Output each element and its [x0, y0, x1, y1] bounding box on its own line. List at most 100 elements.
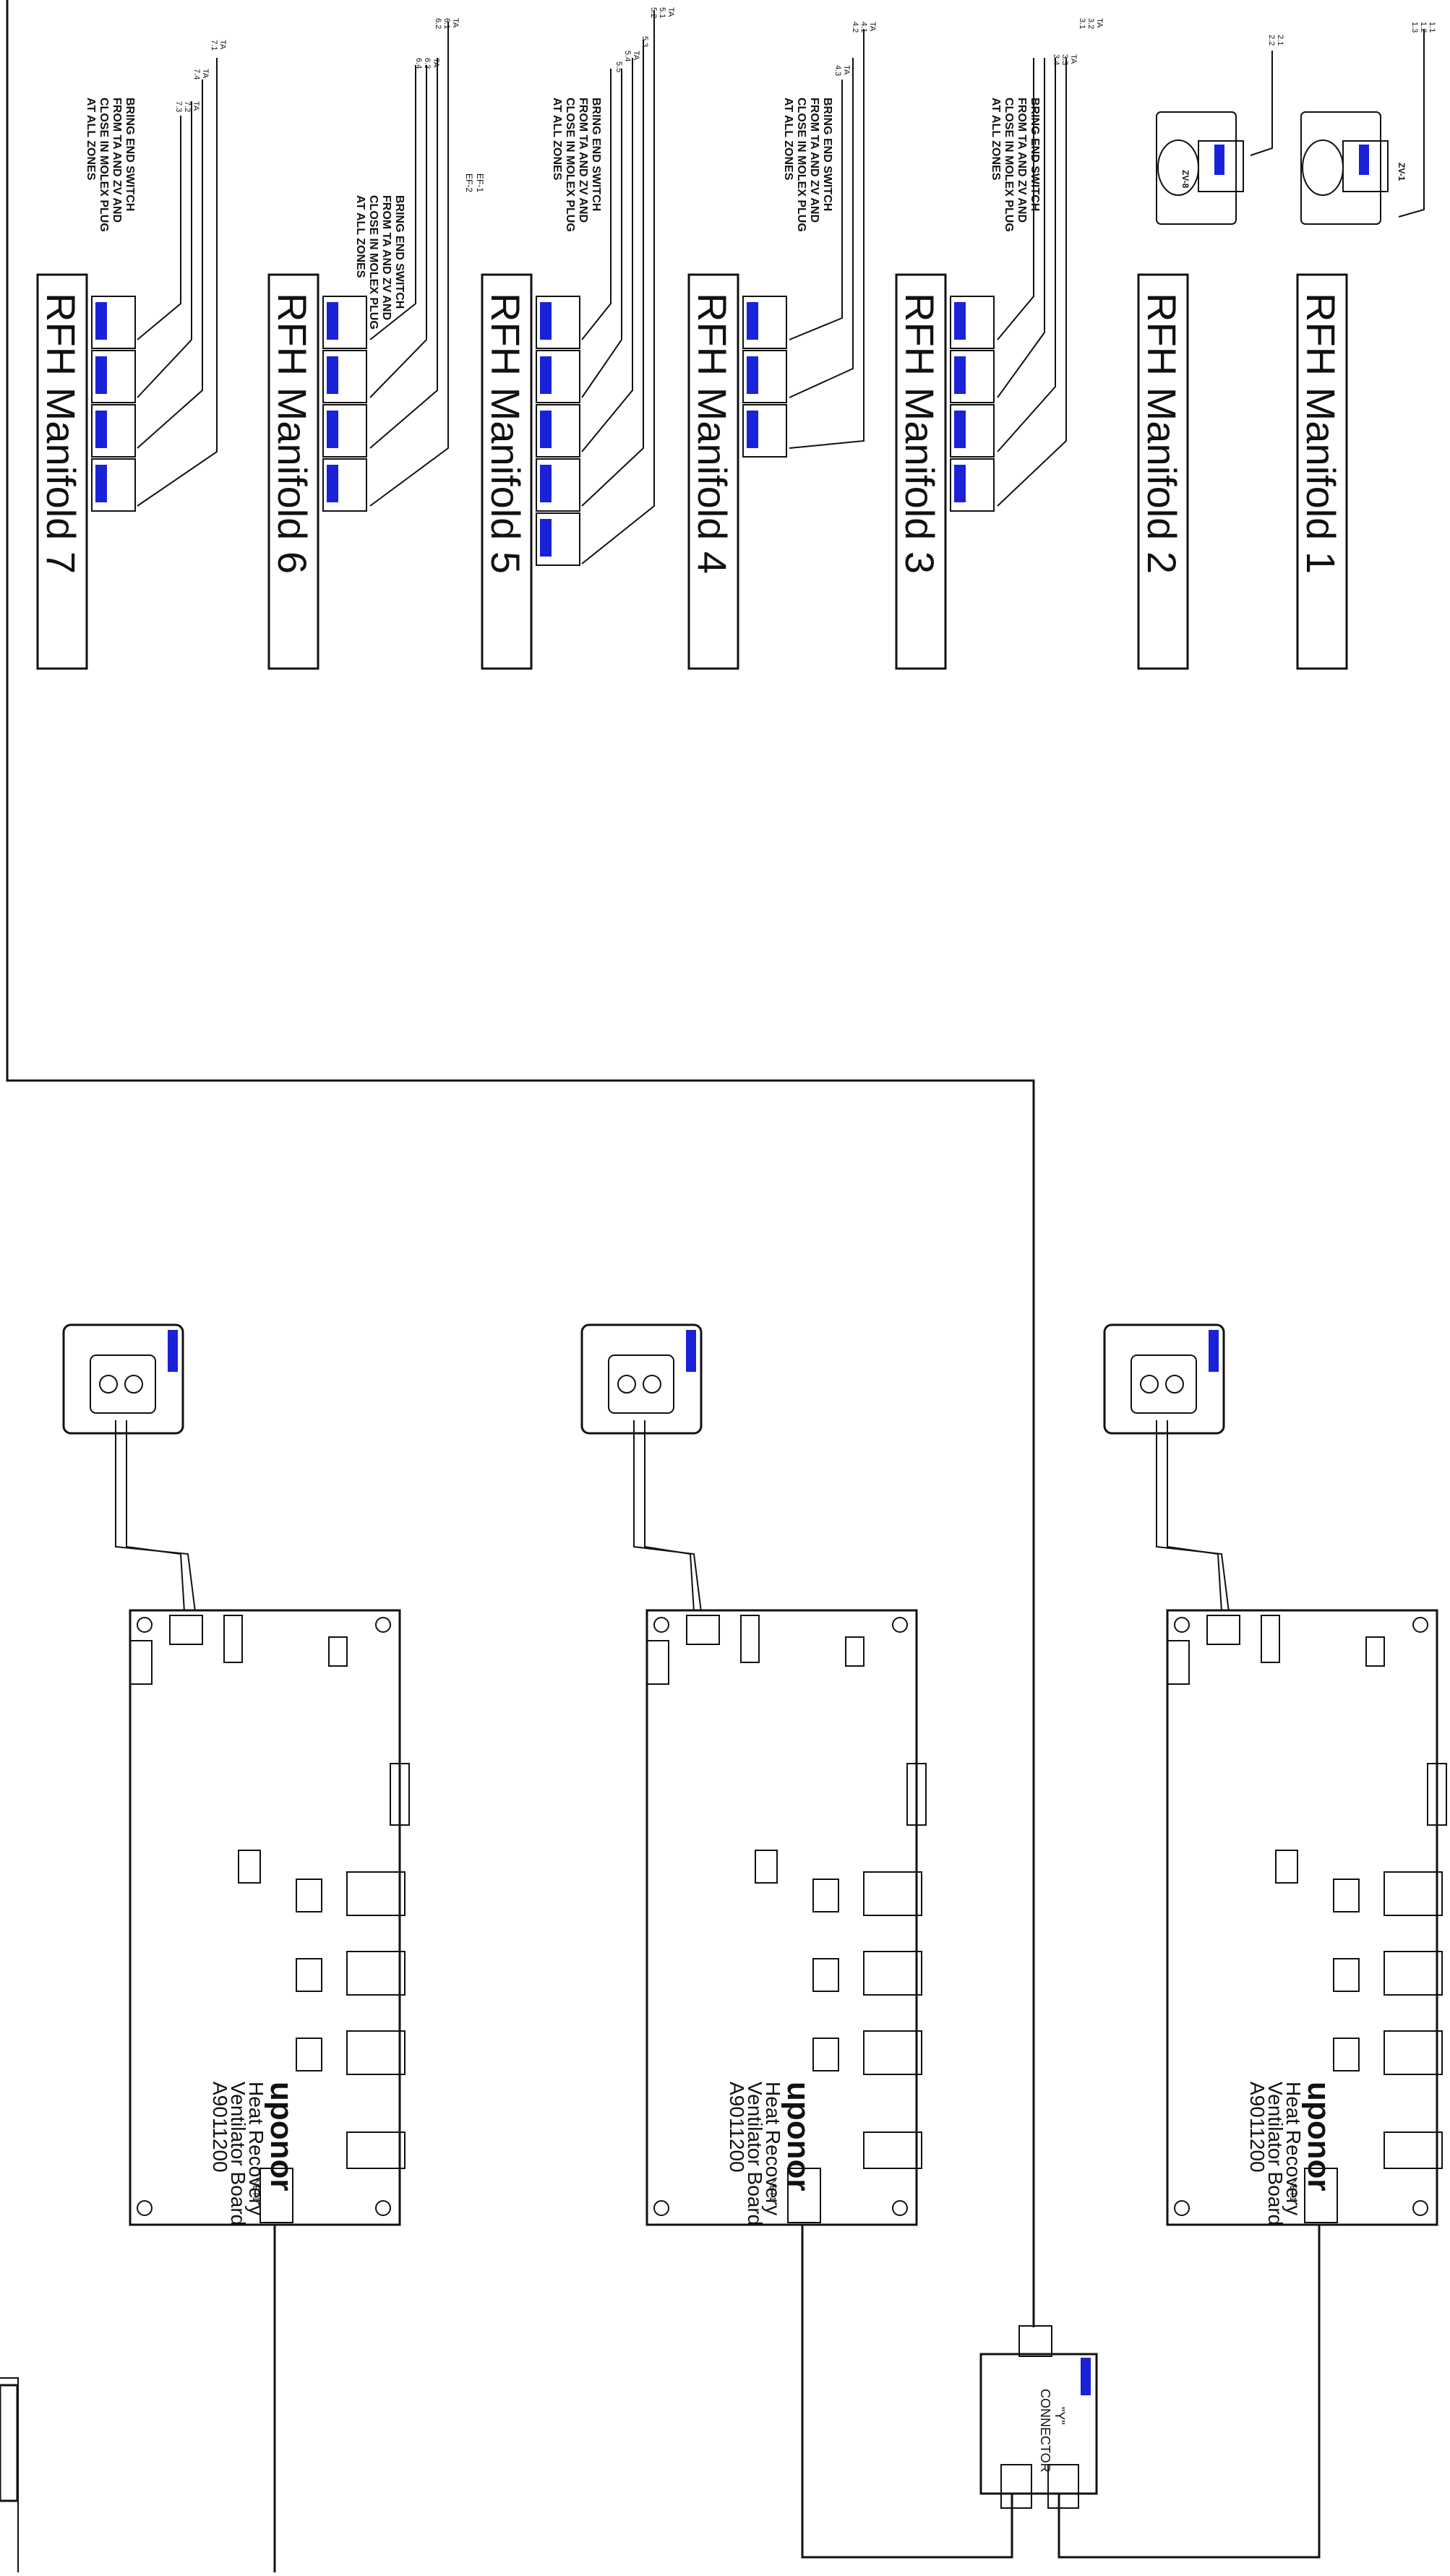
- board-2-line2: Ventilator Board: [744, 2082, 766, 2225]
- tag: 3.3: [1060, 54, 1069, 65]
- board-2-brand: uponor: [781, 2082, 816, 2191]
- tag: 1.3: [1410, 22, 1419, 33]
- tag: 1.1: [1428, 22, 1436, 33]
- thermostat-3: [1103, 1323, 1230, 1613]
- note-line: CLOSE IN MOLEX PLUG: [367, 195, 379, 330]
- tag: 6.1: [442, 18, 451, 29]
- manifold-5: RFH Manifold 5: [481, 273, 533, 670]
- note-line: FROM TA AND ZV AND: [577, 98, 589, 223]
- board-3-part: A9011200: [1246, 2082, 1269, 2173]
- actuator-icon: [950, 404, 995, 458]
- tag: 2.1: [1276, 35, 1284, 46]
- actuator-icon: [950, 296, 995, 349]
- tag: 6.3: [423, 58, 432, 69]
- tag: 3.4: [1052, 54, 1060, 65]
- note-line: FROM TA AND ZV AND: [111, 98, 123, 223]
- board-3-net: NET1: [1288, 2179, 1298, 2202]
- tag: 5.2: [649, 7, 658, 18]
- actuators: [91, 296, 995, 566]
- board-1-line2: Ventilator Board: [227, 2082, 249, 2225]
- actuator-icon: [91, 458, 136, 512]
- note-line: AT ALL ZONES: [990, 98, 1002, 181]
- tag: 6.4: [414, 58, 423, 69]
- tag: 4.1: [859, 22, 868, 33]
- actuator-icon: [322, 350, 367, 403]
- actuator-icon: [950, 350, 995, 403]
- zone-valve-1-label: ZV-1: [1397, 163, 1407, 181]
- tag: 3.1: [1078, 18, 1086, 29]
- actuator-icon: [91, 296, 136, 349]
- actuator-icon: [536, 296, 580, 349]
- manifold-wires: [137, 11, 1425, 564]
- tag: 7.3: [174, 101, 183, 112]
- manifold-2-label: RFH Manifold 2: [1139, 293, 1185, 574]
- note-m7: BRING END SWITCH FROM TA AND ZV AND CLOS…: [85, 98, 136, 232]
- tag: 7.4: [192, 69, 201, 80]
- board-1-part: A9011200: [209, 2082, 231, 2173]
- wire-tags: 1.1 1.2 1.3 2.1 2.2 TA 3.2 3.1 TA 3.3 3.…: [174, 7, 1436, 112]
- manifold-1-label: RFH Manifold 1: [1298, 293, 1344, 574]
- note-line: CLOSE IN MOLEX PLUG: [98, 98, 110, 232]
- zone-valve-1: ZV-1: [1300, 111, 1407, 225]
- tag: 6.2: [434, 18, 442, 29]
- note-line: CLOSE IN MOLEX PLUG: [564, 98, 576, 232]
- note-line: FROM TA AND ZV AND: [808, 98, 820, 223]
- manifold-3-label: RFH Manifold 3: [897, 293, 943, 574]
- tag: TA: [218, 40, 227, 50]
- board-3-line2: Ventilator Board: [1264, 2082, 1287, 2225]
- tag: 4.2: [851, 22, 859, 33]
- actuator-icon: [742, 296, 787, 349]
- actuator-icon: [91, 350, 136, 403]
- board-3-line1: Heat Recovery: [1282, 2082, 1305, 2215]
- actuator-icon: [742, 404, 787, 458]
- tag: TA: [432, 58, 440, 68]
- note-line: AT ALL ZONES: [354, 195, 366, 278]
- tag: 4.3: [833, 65, 842, 76]
- note-line: BRING END SWITCH: [1029, 98, 1041, 211]
- board-1-line1: Heat Recovery: [245, 2082, 267, 2215]
- hrv-board-3: uponor Heat Recovery Ventilator Board A9…: [1166, 1609, 1447, 2226]
- tag: TA: [192, 101, 200, 111]
- note-line: FROM TA AND ZV AND: [1016, 98, 1028, 223]
- manifold-4: RFH Manifold 4: [687, 273, 739, 670]
- note-m3: BRING END SWITCH FROM TA AND ZV AND CLOS…: [990, 98, 1041, 232]
- note-line: BRING END SWITCH: [590, 98, 602, 211]
- tag: 5.1: [658, 7, 666, 18]
- actuator-icon: [536, 512, 580, 566]
- end-switch-notes: BRING END SWITCH FROM TA AND ZV AND CLOS…: [85, 98, 1041, 330]
- note-line: AT ALL ZONES: [85, 98, 97, 181]
- tag: 7.2: [183, 101, 192, 112]
- note-line: AT ALL ZONES: [551, 98, 563, 181]
- tag: TA: [868, 22, 877, 32]
- thermostat-1: [62, 1323, 196, 1613]
- partial-device: [0, 2384, 19, 2502]
- board-1-net: NET1: [251, 2179, 261, 2202]
- manifold-1: RFH Manifold 1: [1296, 273, 1348, 670]
- hrv-board-1: uponor Heat Recovery Ventilator Board A9…: [129, 1609, 410, 2226]
- manifold-3: RFH Manifold 3: [895, 273, 947, 670]
- manifold-7: RFH Manifold 7: [36, 273, 88, 670]
- actuator-icon: [536, 404, 580, 458]
- tag: 2.2: [1267, 35, 1276, 46]
- tag: 7.1: [210, 40, 218, 51]
- manifold-2: RFH Manifold 2: [1137, 273, 1189, 670]
- actuator-icon: [950, 458, 995, 512]
- board-3-brand: uponor: [1301, 2082, 1337, 2191]
- y-connector-label2: CONNECTOR: [1038, 2389, 1052, 2473]
- actuator-icon: [322, 296, 367, 349]
- tag: TA: [1095, 18, 1104, 28]
- tag: TA: [1069, 54, 1078, 64]
- actuator-icon: [742, 350, 787, 403]
- manifold-7-label: RFH Manifold 7: [38, 293, 84, 574]
- ef-notes: EF-1 EF-2: [464, 173, 485, 192]
- tag: TA: [666, 7, 675, 17]
- manifold-6-label: RFH Manifold 6: [270, 293, 315, 574]
- tag: TA: [201, 69, 210, 79]
- tag: 1.2: [1419, 22, 1428, 33]
- board-2-net: NET1: [768, 2179, 778, 2202]
- tag: 3.2: [1086, 18, 1095, 29]
- actuator-icon: [91, 404, 136, 458]
- note-m4: BRING END SWITCH FROM TA AND ZV AND CLOS…: [782, 98, 833, 232]
